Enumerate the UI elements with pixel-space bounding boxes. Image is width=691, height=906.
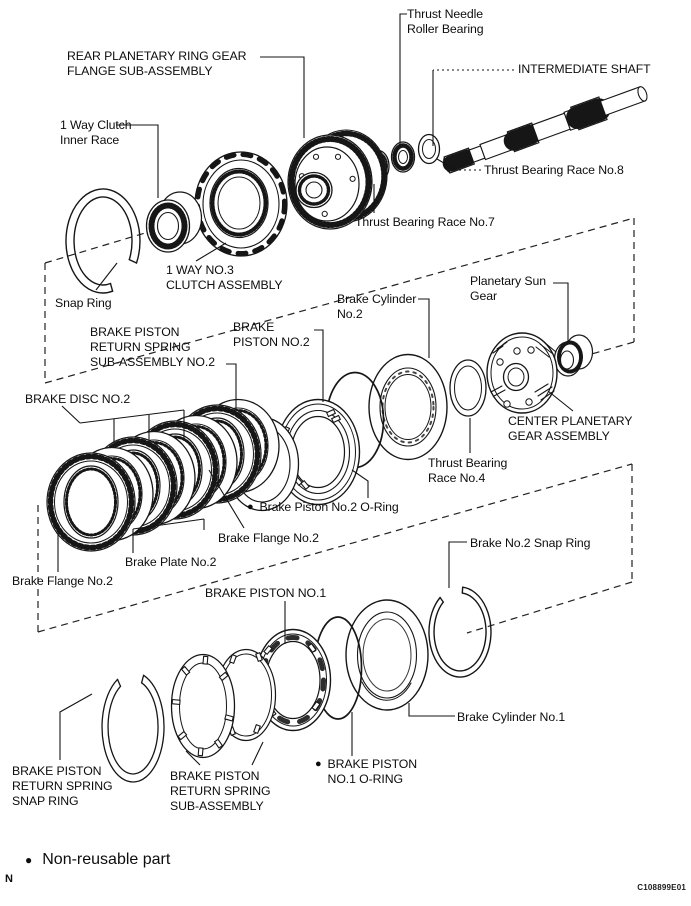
intermediate-shaft: [442, 86, 648, 174]
label-brake-disc-no2: BRAKE DISC NO.2: [25, 392, 131, 406]
one-way-no3-clutch-assembly-part: [194, 151, 288, 257]
brake-no2-snap-ring-part: [428, 586, 492, 678]
non-reusable-note: ● Non-reusable part: [25, 851, 170, 869]
center-planetary-gear-assembly-part: [486, 332, 558, 414]
label-rear-planetary-ring-gear: REAR PLANETARY RING GEAR FLANGE SUB-ASSE…: [67, 49, 247, 79]
brake-piston-return-spring-snap-ring-part: [101, 674, 165, 783]
planetary-sun-gear-part: [553, 334, 594, 377]
label-brake-flange-no2-right: Brake Flange No.2: [218, 531, 319, 545]
label-brake-piston-no2-o-ring: ● Brake Piston No.2 O-Ring: [247, 500, 399, 514]
label-brake-plate-no2: Brake Plate No.2: [125, 555, 217, 569]
label-thrust-needle-roller-bearing: Thrust Needle Roller Bearing: [407, 7, 484, 37]
leader-lines: [57, 13, 574, 766]
label-one-way-no3-clutch-assembly: 1 WAY NO.3 CLUTCH ASSEMBLY: [166, 263, 283, 293]
brake-cylinder-no1-part: [345, 599, 429, 711]
thrust-needle-roller-bearing-part: [390, 141, 416, 173]
one-way-clutch-inner-race-part: [145, 191, 203, 253]
label-intermediate-shaft: INTERMEDIATE SHAFT: [518, 62, 651, 76]
label-center-planetary-gear-assembly: CENTER PLANETARY GEAR ASSEMBLY: [508, 414, 633, 444]
label-thrust-bearing-race-no4: Thrust Bearing Race No.4: [428, 456, 508, 486]
label-brake-cylinder-no1: Brake Cylinder No.1: [457, 710, 566, 724]
snap-ring-part: [65, 188, 141, 294]
label-brake-piston-return-spring-sub-assembly: BRAKE PISTON RETURN SPRING SUB-ASSEMBLY: [170, 769, 271, 814]
non-reusable-bullet: ●: [315, 758, 322, 770]
non-reusable-note-text: Non-reusable part: [42, 851, 171, 868]
label-snap-ring: Snap Ring: [55, 296, 112, 310]
dashed-group-outlines: [37, 217, 635, 634]
brake-piston-return-spring-sub-assembly-part: [170, 653, 236, 759]
label-thrust-bearing-race-no8: Thrust Bearing Race No.8: [484, 163, 624, 177]
non-reusable-bullet: ●: [25, 852, 33, 867]
label-brake-flange-no2-left: Brake Flange No.2: [12, 574, 113, 588]
thrust-bearing-race-4-part: [449, 359, 487, 417]
label-brake-piston-no2: BRAKE PISTON NO.2: [233, 320, 310, 350]
thrust-bearing-race-8: [417, 133, 441, 165]
figure-code: C108899E01: [637, 883, 686, 892]
label-brake-cylinder-no2: Brake Cylinder No.2: [337, 292, 417, 322]
label-brake-piston-no1: BRAKE PISTON NO.1: [205, 586, 327, 600]
label-one-way-clutch-inner-race: 1 Way Clutch Inner Race: [60, 118, 132, 148]
non-reusable-bullet: ●: [247, 501, 254, 513]
label-thrust-bearing-race-no7: Thrust Bearing Race No.7: [355, 215, 495, 229]
label-brake-no2-snap-ring: Brake No.2 Snap Ring: [470, 536, 591, 550]
label-brake-piston-return-spring-snap-ring: BRAKE PISTON RETURN SPRING SNAP RING: [12, 764, 113, 809]
page-marker: N: [5, 873, 13, 885]
rear-planetary-ring-gear-flange: [287, 129, 388, 230]
brake-cylinder-no2-part: [368, 353, 448, 461]
label-planetary-sun-gear: Planetary Sun Gear: [470, 274, 546, 304]
label-brake-piston-return-spring-sub-assembly-no2: BRAKE PISTON RETURN SPRING SUB-ASSEMBLY …: [90, 325, 215, 370]
label-brake-piston-no1-o-ring: ● BRAKE PISTON NO.1 O-RING: [315, 757, 418, 787]
